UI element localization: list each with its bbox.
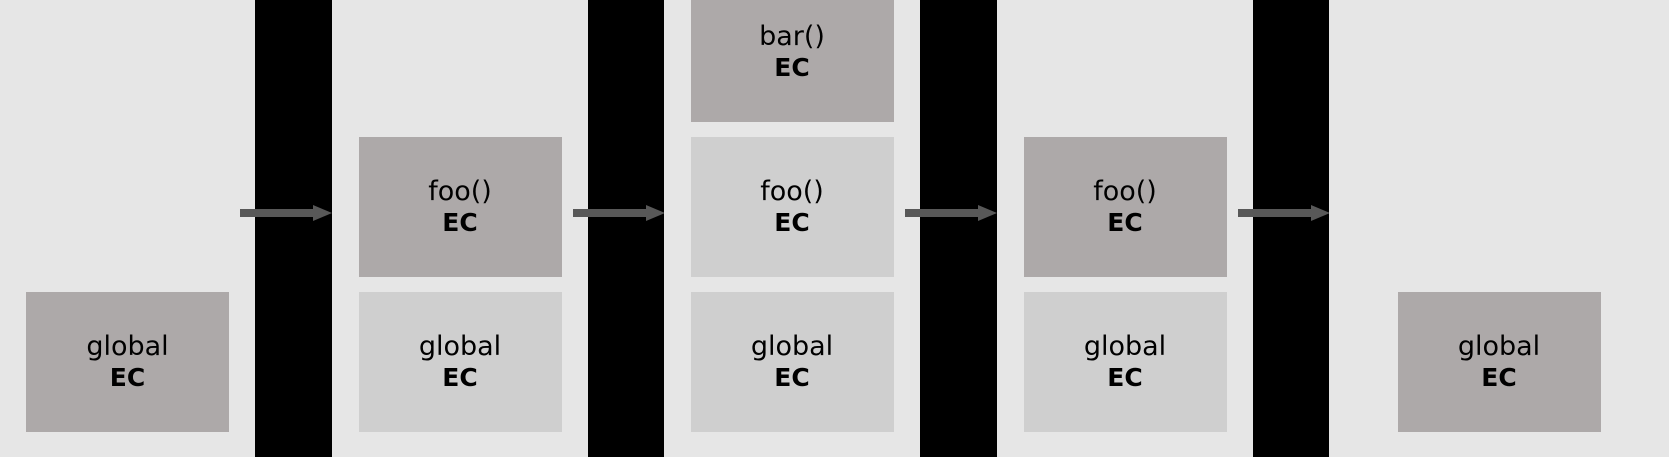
- ec-box-name: global: [1083, 331, 1167, 363]
- ec-box-name: global: [86, 331, 169, 363]
- ec-box-name: global: [750, 331, 834, 363]
- ec-box-kind: EC: [774, 208, 810, 238]
- ec-stack-step-2: global EC foo() EC: [332, 137, 588, 432]
- ec-box-global: global EC: [690, 292, 894, 432]
- ec-box-kind: EC: [1481, 363, 1517, 393]
- panel-step-5: global EC: [1329, 0, 1669, 457]
- ec-box-name: bar(): [759, 21, 825, 53]
- ec-box-global: global EC: [358, 292, 562, 432]
- ec-box-kind: EC: [774, 53, 810, 83]
- arrow-shaft: [573, 209, 646, 217]
- arrow-shaft: [1238, 209, 1311, 217]
- arrow-shaft: [240, 209, 313, 217]
- ec-stack-step-4: global EC foo() EC: [997, 137, 1253, 432]
- arrow-head: [646, 205, 665, 221]
- panel-step-2: global EC foo() EC: [332, 0, 588, 457]
- ec-box-kind: EC: [109, 363, 146, 393]
- ec-box-kind: EC: [442, 208, 478, 238]
- arrow-right-icon-3: [905, 205, 997, 221]
- ec-box-kind: EC: [774, 363, 810, 393]
- ec-box-name: foo(): [1093, 176, 1157, 208]
- ec-box-bar: bar() EC: [690, 0, 894, 122]
- ec-box-foo: foo() EC: [358, 137, 562, 277]
- ec-stack-step-3: global EC foo() EC bar() EC: [664, 0, 920, 432]
- panel-step-1: global EC: [0, 0, 255, 457]
- ec-stack-step-1: global EC: [0, 292, 255, 432]
- ec-box-name: foo(): [428, 176, 492, 208]
- ec-box-kind: EC: [1107, 363, 1143, 393]
- ec-box-global: global EC: [1023, 292, 1227, 432]
- ec-box-foo: foo() EC: [690, 137, 894, 277]
- ec-box-kind: EC: [442, 363, 478, 393]
- ec-box-global: global EC: [26, 292, 229, 432]
- arrow-head: [1311, 205, 1330, 221]
- panel-step-4: global EC foo() EC: [997, 0, 1253, 457]
- ec-box-name: foo(): [760, 176, 824, 208]
- ec-stack-step-5: global EC: [1351, 292, 1647, 432]
- ec-box-foo: foo() EC: [1023, 137, 1227, 277]
- ec-box-name: global: [1457, 331, 1541, 363]
- ec-box-kind: EC: [1107, 208, 1143, 238]
- arrow-right-icon-1: [240, 205, 332, 221]
- ec-box-global: global EC: [1397, 292, 1601, 432]
- arrow-head: [978, 205, 997, 221]
- arrow-right-icon-4: [1238, 205, 1330, 221]
- arrow-head: [313, 205, 332, 221]
- arrow-shaft: [905, 209, 978, 217]
- ec-box-name: global: [418, 331, 502, 363]
- panel-step-3: global EC foo() EC bar() EC: [664, 0, 920, 457]
- arrow-right-icon-2: [573, 205, 665, 221]
